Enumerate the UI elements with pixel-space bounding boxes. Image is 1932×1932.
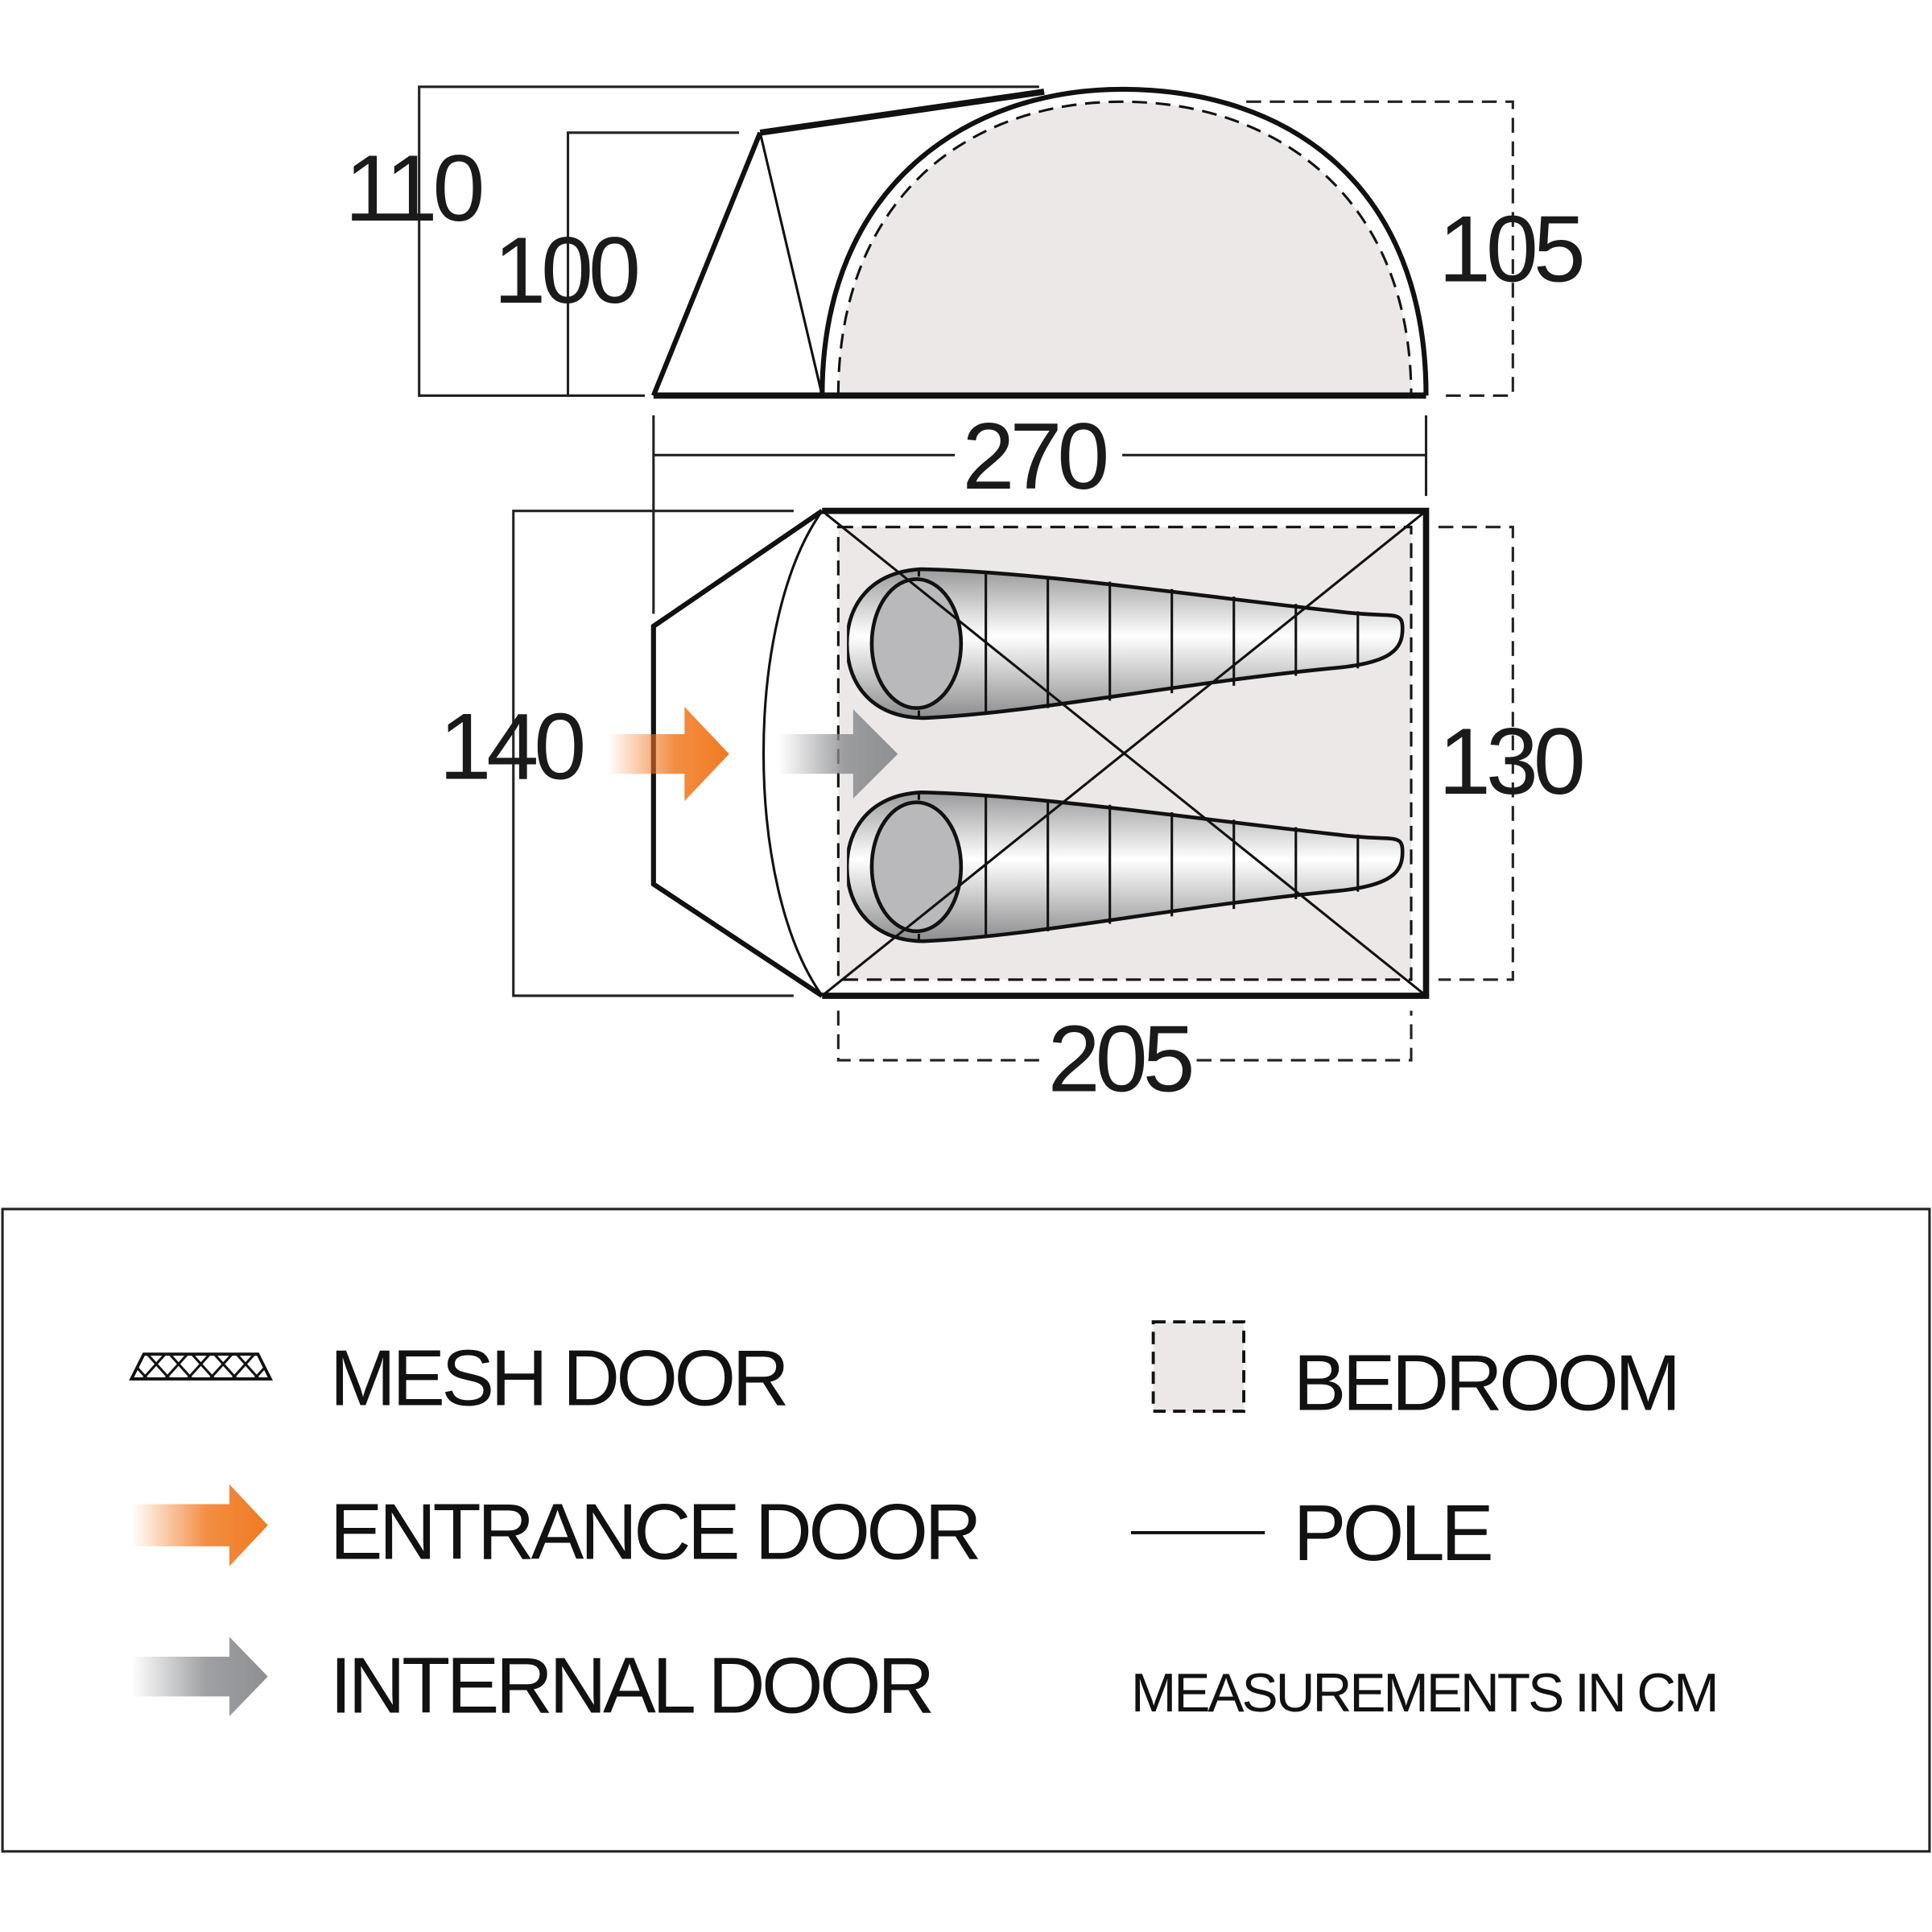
internal-door-arrow-icon xyxy=(778,709,898,799)
dim-label-overall-width: 140 xyxy=(439,693,583,799)
dim-line-205-left xyxy=(836,1010,1048,1062)
inner-tent-arch xyxy=(836,100,1413,396)
legend: MESH DOOR ENTRANCE DOOR INTERNAL DOOR BE… xyxy=(1,1208,1931,1853)
outer-arch-pole xyxy=(819,86,1429,396)
dim-line-110 xyxy=(418,85,1039,397)
dim-line-130 xyxy=(1438,526,1514,981)
mesh-door-icon xyxy=(129,1352,273,1381)
floor-plan: 140 130 205 xyxy=(439,507,1587,1112)
legend-label-mesh-door: MESH DOOR xyxy=(330,1333,786,1422)
legend-box xyxy=(1,1208,1931,1853)
internal-arrow-icon xyxy=(131,1637,268,1716)
inner-door-curve xyxy=(762,510,824,997)
side-elevation: 110 100 105 xyxy=(345,85,1587,399)
legend-label-entrance-door: ENTRANCE DOOR xyxy=(330,1487,979,1575)
legend-label-pole: POLE xyxy=(1294,1488,1491,1577)
legend-label-internal-door: INTERNAL DOOR xyxy=(330,1641,931,1729)
pole-diagonal-2 xyxy=(821,510,1427,997)
dim-label-overall-height: 110 xyxy=(345,135,481,241)
dim-label-porch-height: 100 xyxy=(493,217,638,323)
dim-label-overall-length: 270 xyxy=(962,403,1106,509)
legend-label-bedroom: BEDROOM xyxy=(1294,1338,1678,1426)
dim-line-205-right xyxy=(1196,1010,1413,1062)
bedroom-side-fill xyxy=(838,101,1412,396)
porch-pole xyxy=(758,132,824,396)
measurements-note: MEASUREMENTS IN CM xyxy=(1131,1663,1717,1724)
flysheet-ridge xyxy=(759,89,1045,136)
porch-front xyxy=(650,131,763,397)
bedroom-swatch-icon xyxy=(1151,1320,1245,1413)
dim-line-140 xyxy=(512,510,794,997)
entrance-arrow-icon xyxy=(131,1484,268,1567)
length-dimension: 270 xyxy=(652,403,1428,614)
dim-label-inner-width: 130 xyxy=(1439,708,1583,814)
dim-label-inner-length: 205 xyxy=(1048,1006,1192,1112)
tent-outer-edge xyxy=(822,507,1430,999)
entrance-door-arrow-icon xyxy=(607,707,729,802)
dim-label-inner-height: 105 xyxy=(1439,196,1583,302)
dim-line-100 xyxy=(566,131,740,396)
dim-line-105 xyxy=(1246,100,1514,397)
